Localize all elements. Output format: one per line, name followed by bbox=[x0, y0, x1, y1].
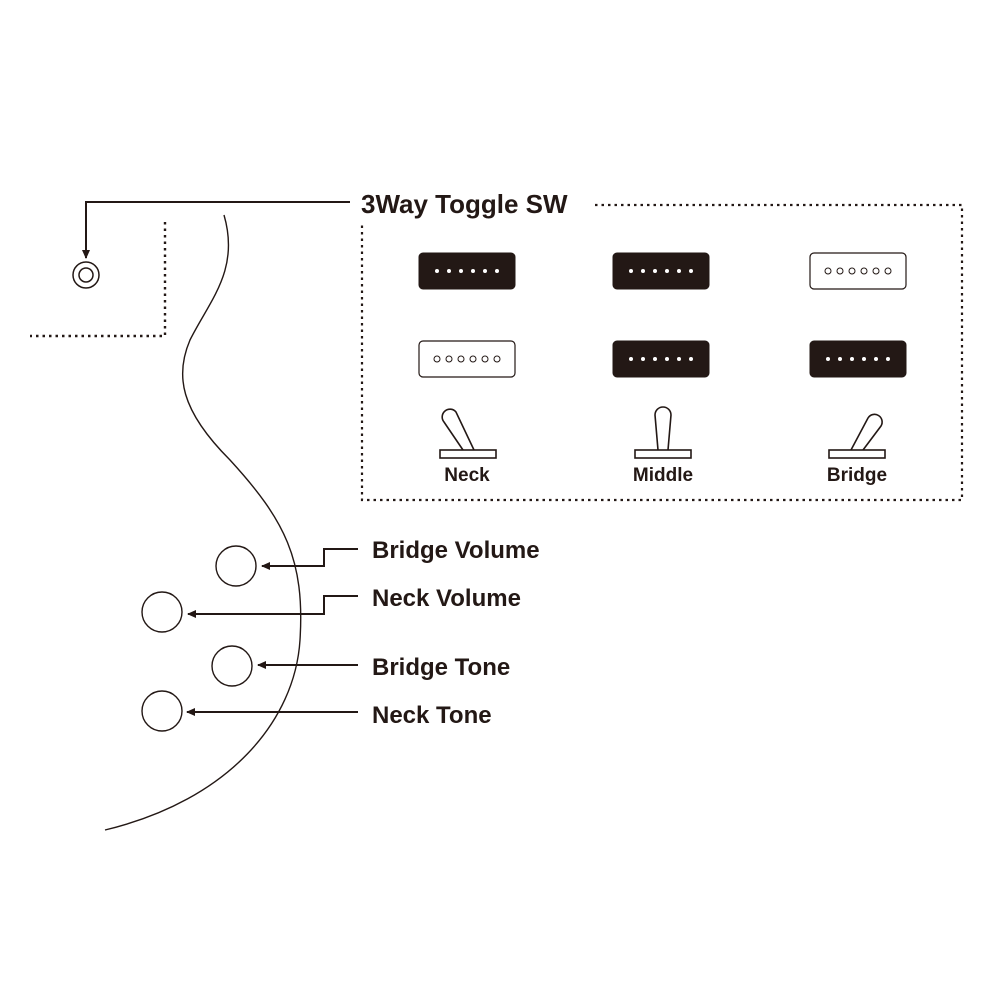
pole-piece bbox=[848, 267, 856, 275]
pole-piece bbox=[677, 269, 681, 273]
position-label-bridge: Bridge bbox=[827, 465, 887, 486]
toggle-neck-icon bbox=[439, 408, 497, 459]
label-bridge-tone: Bridge Tone bbox=[372, 654, 510, 681]
pole-piece bbox=[435, 269, 439, 273]
bridge-pickup-icon-bridge bbox=[809, 340, 907, 378]
pole-piece bbox=[689, 357, 693, 361]
leader-neck-volume bbox=[187, 595, 358, 618]
pole-piece bbox=[836, 267, 844, 275]
toggle-middle-icon bbox=[634, 406, 692, 459]
switch-positions-box bbox=[360, 203, 964, 502]
pole-piece bbox=[459, 269, 463, 273]
pole-piece bbox=[447, 269, 451, 273]
pole-piece bbox=[838, 357, 842, 361]
knob-neck-tone bbox=[141, 690, 183, 732]
pole-piece bbox=[653, 357, 657, 361]
pole-piece bbox=[862, 357, 866, 361]
pole-piece bbox=[826, 357, 830, 361]
output-jack-icon bbox=[72, 261, 100, 289]
cavity-outline bbox=[30, 222, 167, 338]
pole-piece bbox=[850, 357, 854, 361]
position-label-neck: Neck bbox=[444, 465, 490, 486]
pole-piece bbox=[874, 357, 878, 361]
pole-piece bbox=[665, 269, 669, 273]
toggle-bridge-icon bbox=[828, 413, 886, 459]
pole-piece bbox=[469, 355, 477, 363]
bridge-pickup-icon-neck bbox=[418, 340, 516, 378]
label-neck-volume: Neck Volume bbox=[372, 585, 521, 612]
pole-piece bbox=[641, 357, 645, 361]
label-bridge-volume: Bridge Volume bbox=[372, 537, 540, 564]
knob-neck-volume bbox=[141, 591, 183, 633]
pole-piece bbox=[824, 267, 832, 275]
leader-bridge-volume bbox=[261, 548, 358, 570]
pole-piece bbox=[483, 269, 487, 273]
neck-pickup-icon-neck bbox=[418, 252, 516, 290]
neck-pickup-icon-bridge bbox=[809, 252, 907, 290]
toggle-switch-title: 3Way Toggle SW bbox=[361, 189, 568, 219]
pole-piece bbox=[677, 357, 681, 361]
pole-piece bbox=[886, 357, 890, 361]
pole-piece bbox=[653, 269, 657, 273]
pole-piece bbox=[665, 357, 669, 361]
pole-piece bbox=[689, 269, 693, 273]
knob-bridge-tone bbox=[211, 645, 253, 687]
pole-piece bbox=[860, 267, 868, 275]
pole-piece bbox=[493, 355, 501, 363]
guitar-body-outline bbox=[104, 214, 302, 831]
pole-piece bbox=[884, 267, 892, 275]
knob-bridge-volume bbox=[215, 545, 257, 587]
bridge-pickup-icon-middle bbox=[612, 340, 710, 378]
pole-piece bbox=[495, 269, 499, 273]
neck-pickup-icon-middle bbox=[612, 252, 710, 290]
leader-line-toggle bbox=[82, 201, 350, 259]
pole-piece bbox=[481, 355, 489, 363]
pole-piece bbox=[872, 267, 880, 275]
pole-piece bbox=[457, 355, 465, 363]
pole-piece bbox=[629, 357, 633, 361]
pole-piece bbox=[641, 269, 645, 273]
label-neck-tone: Neck Tone bbox=[372, 702, 492, 729]
pole-piece bbox=[433, 355, 441, 363]
pole-piece bbox=[629, 269, 633, 273]
pole-piece bbox=[471, 269, 475, 273]
position-label-middle: Middle bbox=[633, 465, 693, 486]
pole-piece bbox=[445, 355, 453, 363]
